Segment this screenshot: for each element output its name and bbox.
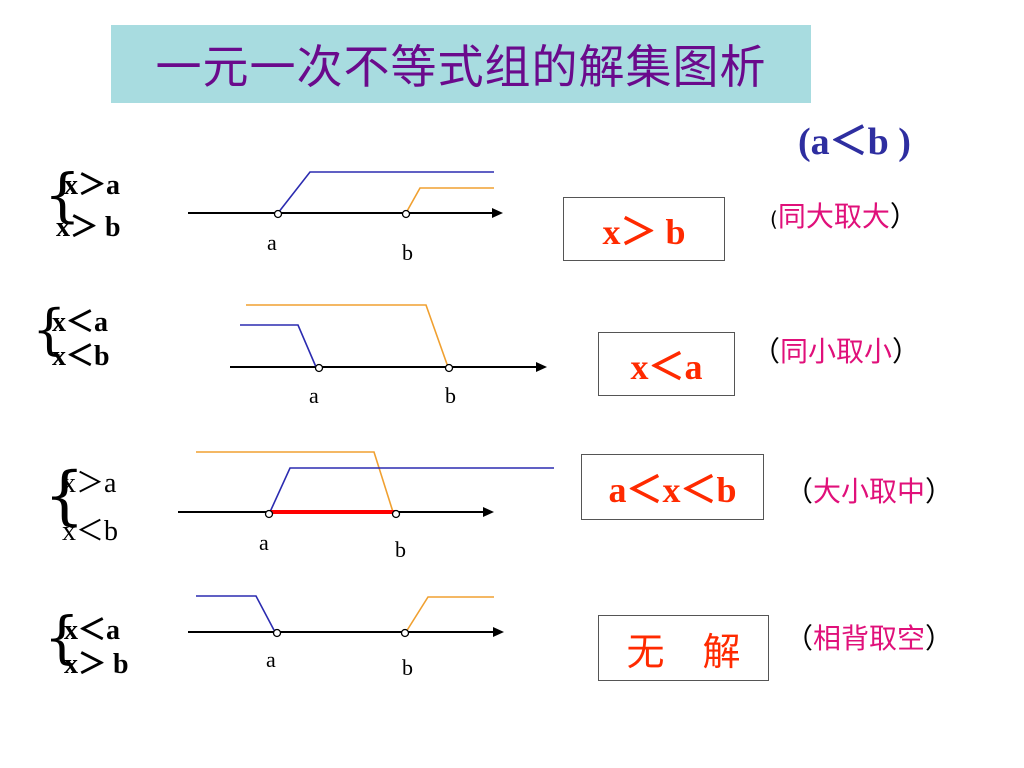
rule-open-paren: （	[785, 475, 814, 508]
page-title: 一元一次不等式组的解集图析	[155, 40, 767, 94]
solution-box: a＜x＜b	[581, 454, 764, 520]
rule-close-paren: ）	[925, 622, 954, 655]
ray-x-greater-b	[405, 596, 494, 633]
number-line-diagram	[178, 451, 554, 519]
rule-label: （相背取空）	[785, 617, 953, 657]
point-label-a: a	[266, 647, 276, 672]
case-row-2: { x＜a x＜b a b x＜a （同小取小）	[0, 295, 1024, 435]
rule-close-paren: ）	[925, 475, 954, 508]
rule-close-paren: ）	[889, 200, 918, 233]
number-line-diagram	[188, 171, 503, 219]
brace-icon: {	[44, 459, 85, 533]
open-point-b	[400, 628, 410, 638]
rule-text: 相背取空	[813, 622, 926, 655]
inequality-1: x＞a	[64, 170, 121, 201]
solution-box: x＜a	[598, 332, 735, 396]
open-point-b	[401, 209, 411, 219]
rule-close-paren: ）	[892, 335, 921, 368]
ray-x-greater-b	[405, 187, 494, 214]
inequality-2: x＜b	[52, 341, 110, 372]
number-line-diagram	[188, 595, 504, 638]
point-label-b: b	[402, 240, 413, 265]
open-point-a	[273, 209, 283, 219]
number-line-diagram	[230, 304, 547, 373]
inequality-1: x＜a	[64, 615, 121, 646]
inequality-2: x＜b	[62, 516, 119, 547]
title-banner: 一元一次不等式组的解集图析	[111, 25, 811, 103]
rule-label: (同大取大）	[770, 195, 918, 235]
brace-icon: {	[44, 161, 81, 229]
point-label-b: b	[402, 655, 413, 680]
condition-label: (a＜b )	[798, 121, 911, 163]
solution-box: x＞ b	[563, 197, 725, 261]
inequality-2: x＞ b	[64, 649, 129, 680]
brace-icon: {	[32, 298, 67, 361]
arrow-head-icon	[536, 362, 547, 372]
open-point-a	[314, 363, 324, 373]
case-row-1: { x＞a x＞ b a b x＞ b (同大取大）	[0, 160, 1024, 300]
point-label-a: a	[309, 383, 319, 408]
rule-open-paren: （	[785, 622, 814, 655]
point-label-b: b	[445, 383, 456, 408]
ray-x-less-a	[196, 595, 276, 633]
rule-text: 大小取中	[813, 475, 926, 508]
case-row-4: { x＜a x＞ b a b 无 解 （相背取空）	[0, 585, 1024, 725]
open-point-a	[272, 628, 282, 638]
point-label-b: b	[395, 537, 406, 562]
point-label-a: a	[267, 230, 277, 255]
open-point-b	[391, 509, 401, 519]
open-point-a	[264, 509, 274, 519]
rule-label: （同小取小）	[752, 330, 920, 370]
solution-box: 无 解	[598, 615, 769, 681]
rule-text: 同大取大	[777, 200, 890, 233]
inequality-1: x＞a	[62, 468, 117, 499]
point-label-a: a	[259, 530, 269, 555]
rule-open-paren: （	[752, 335, 781, 368]
inequality-2: x＞ b	[56, 212, 121, 243]
ray-x-less-b	[246, 304, 449, 368]
arrow-head-icon	[492, 208, 503, 218]
rule-text: 同小取小	[780, 335, 893, 368]
ray-x-less-a	[240, 324, 317, 368]
arrow-head-icon	[483, 507, 494, 517]
case-row-3: { x＞a x＜b a b a＜x＜b （大小取中）	[0, 440, 1024, 580]
brace-icon: {	[44, 606, 80, 671]
rule-label: （大小取中）	[785, 470, 953, 510]
ray-x-greater-a	[269, 467, 554, 513]
ray-x-less-b	[196, 451, 394, 513]
arrow-head-icon	[493, 627, 504, 637]
rule-open-paren: (	[770, 207, 778, 231]
inequality-1: x＜a	[52, 307, 109, 338]
ray-x-greater-a	[277, 171, 494, 214]
open-point-b	[444, 363, 454, 373]
